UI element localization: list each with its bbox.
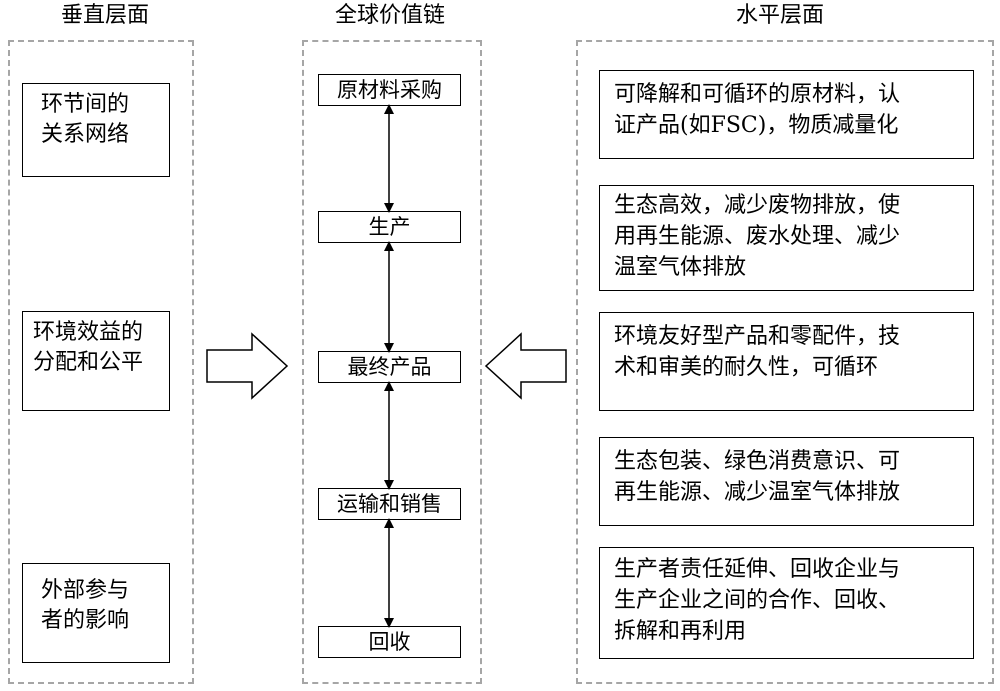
horizontal-item-line: 生产者责任延伸、回收企业与 — [614, 557, 901, 582]
horizontal-item-line: 拆解和再利用 — [614, 619, 747, 644]
vertical-item-line: 关系网络 — [41, 122, 130, 147]
horizontal-item-production: 生态高效，减少废物排放，使 用再生能源、废水处理、减少 温室气体排放 — [599, 185, 974, 291]
chain-step-recycling: 回收 — [318, 626, 461, 658]
horizontal-item-line: 生产企业之间的合作、回收、 — [614, 588, 901, 613]
vertical-item-line: 环节间的 — [41, 92, 130, 117]
chain-step-production: 生产 — [318, 211, 461, 243]
horizontal-item-line: 生态高效，减少废物排放，使 — [614, 193, 901, 218]
horizontal-level-frame — [576, 40, 994, 684]
block-arrow-right — [206, 332, 289, 400]
chain-step-final-product: 最终产品 — [318, 351, 461, 383]
horizontal-item-transport-sales: 生态包装、绿色消费意识、可 再生能源、减少温室气体排放 — [599, 437, 974, 526]
vertical-item-line: 者的影响 — [41, 608, 130, 633]
value-chain-title: 全球价值链 — [334, 3, 445, 28]
horizontal-item-line: 温室气体排放 — [614, 255, 747, 280]
vertical-item-line: 分配和公平 — [33, 350, 144, 375]
chain-step-raw-material: 原材料采购 — [318, 74, 461, 106]
horizontal-level-title: 水平层面 — [735, 3, 824, 28]
horizontal-item-line: 用再生能源、废水处理、减少 — [614, 224, 901, 249]
horizontal-item-recycling: 生产者责任延伸、回收企业与 生产企业之间的合作、回收、 拆解和再利用 — [599, 547, 974, 659]
value-chain-frame — [302, 40, 482, 684]
vertical-level-title: 垂直层面 — [60, 3, 149, 28]
horizontal-item-final-product: 环境友好型产品和零配件，技 术和审美的耐久性，可循环 — [599, 312, 974, 411]
horizontal-item-raw-material: 可降解和可循环的原材料，认 证产品(如FSC)，物质减量化 — [599, 70, 974, 159]
horizontal-item-line: 环境友好型产品和零配件，技 — [614, 324, 901, 349]
horizontal-item-line: 再生能源、减少温室气体排放 — [614, 480, 901, 505]
vertical-item-line: 外部参与 — [41, 578, 130, 603]
horizontal-item-line: 证产品(如FSC)，物质减量化 — [614, 113, 899, 138]
vertical-item-line: 环境效益的 — [33, 320, 144, 345]
vertical-item-relationship-network: 环节间的 关系网络 — [22, 83, 170, 177]
vertical-item-benefit-distribution: 环境效益的 分配和公平 — [22, 311, 170, 411]
horizontal-item-line: 可降解和可循环的原材料，认 — [614, 82, 901, 107]
horizontal-item-line: 术和审美的耐久性，可循环 — [614, 355, 879, 380]
horizontal-item-line: 生态包装、绿色消费意识、可 — [614, 449, 901, 474]
vertical-level-frame — [8, 40, 194, 684]
chain-step-transport-sales: 运输和销售 — [318, 488, 461, 520]
vertical-item-external-actors: 外部参与 者的影响 — [22, 563, 170, 663]
block-arrow-left — [484, 332, 567, 400]
